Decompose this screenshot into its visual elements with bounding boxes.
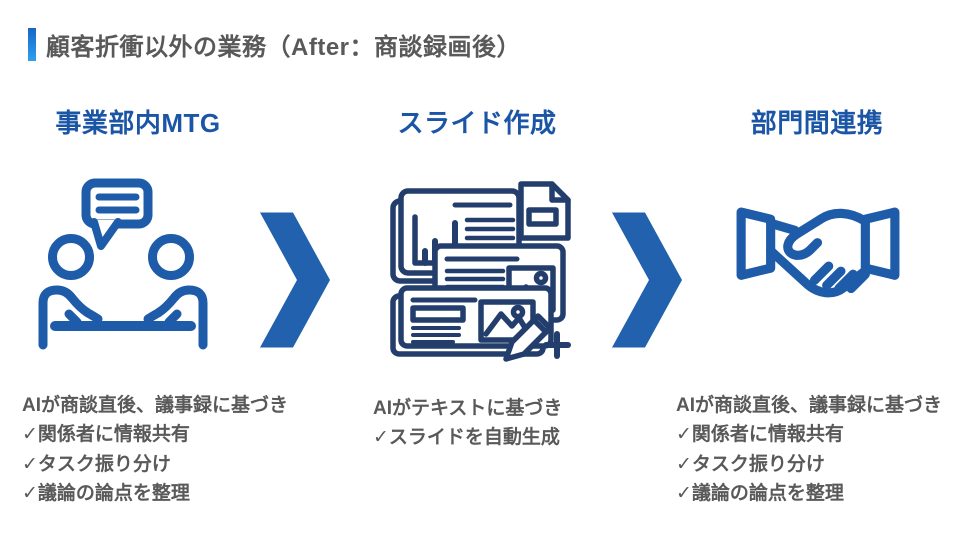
description-line: ✓関係者に情報共有: [676, 424, 844, 446]
handshake-icon: [736, 207, 900, 298]
title-accent-bar: [28, 28, 36, 61]
step-description-internal-mtg: AIが商談直後、議事録に基づき ✓関係者に情報共有 ✓タスク振り分け ✓議論の論…: [22, 391, 288, 509]
description-line: ✓スライドを自動生成: [373, 427, 560, 449]
description-line: AIが商談直後、議事録に基づき: [676, 395, 943, 416]
description-line: AIが商談直後、議事録に基づき: [22, 395, 289, 416]
description-line: ✓タスク振り分け: [676, 453, 825, 475]
chevron-right-icon: [260, 212, 330, 348]
meeting-icon: [38, 178, 208, 350]
description-line: ✓議論の論点を整理: [22, 483, 190, 505]
description-line: ✓議論の論点を整理: [676, 483, 844, 505]
description-line: ✓関係者に情報共有: [22, 424, 190, 446]
step-header-cross-dept: 部門間連携: [750, 108, 884, 138]
slides-icon: [390, 181, 571, 362]
description-line: ✓タスク振り分け: [22, 453, 171, 475]
step-description-slide-creation: AIがテキストに基づき ✓スライドを自動生成: [373, 394, 562, 453]
step-header-slide-creation: スライド作成: [397, 108, 557, 138]
step-description-cross-dept: AIが商談直後、議事録に基づき ✓関係者に情報共有 ✓タスク振り分け ✓議論の論…: [676, 391, 942, 509]
description-line: AIがテキストに基づき: [373, 398, 563, 419]
page-title: 顧客折衝以外の業務（After：商談録画後）: [46, 34, 522, 61]
chevron-right-icon: [612, 212, 682, 348]
step-header-internal-mtg: 事業部内MTG: [55, 108, 221, 138]
